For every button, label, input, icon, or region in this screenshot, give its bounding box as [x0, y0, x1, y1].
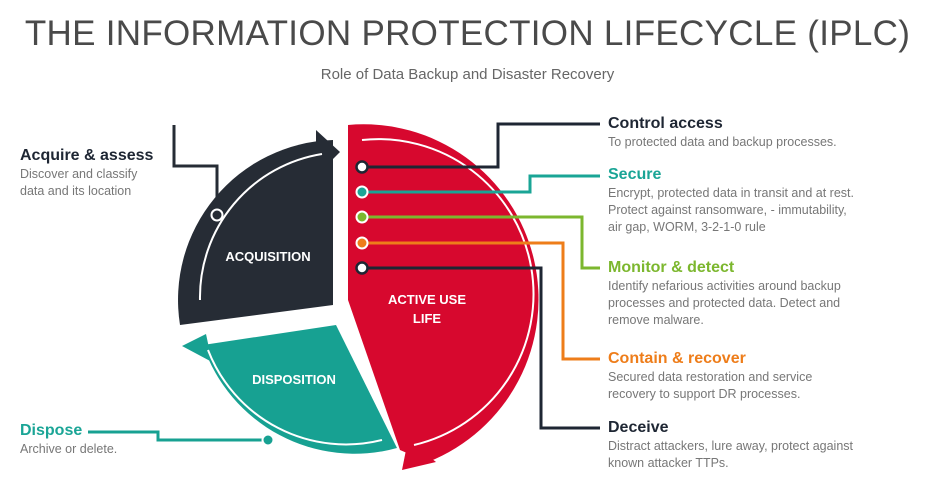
- deceive-connector: [362, 266, 600, 430]
- monitor-dot: [355, 210, 369, 224]
- contain-recover-line1: Secured data restoration and service: [608, 370, 813, 384]
- page-subtitle: Role of Data Backup and Disaster Recover…: [320, 66, 615, 83]
- acquire-connector-dot: [210, 208, 224, 222]
- contain-dot: [355, 236, 369, 250]
- control-access-block: Control access To protected data and bac…: [608, 114, 837, 151]
- deceive-dot: [355, 261, 369, 275]
- active-use-label: ACTIVE USE LIFE: [362, 290, 492, 328]
- secure-line2: Protect against ransomware, - immutabili…: [608, 203, 847, 217]
- acquisition-segment: [178, 140, 333, 325]
- dispose-connector: [88, 430, 268, 442]
- acquire-assess-line2: data and its location: [20, 184, 132, 198]
- dispose-heading: Dispose: [20, 422, 83, 439]
- active-use-label-line1: ACTIVE USE: [387, 292, 466, 307]
- control-connector: [362, 122, 600, 169]
- acquire-assess-line1: Discover and classify: [20, 167, 138, 181]
- secure-connector: [362, 174, 600, 194]
- contain-recover-line2: recovery to support DR processes.: [608, 387, 801, 401]
- deceive-heading: Deceive: [608, 419, 669, 436]
- active-use-label-line2: LIFE: [412, 311, 442, 326]
- secure-block: Secure Encrypt, protected data in transi…: [608, 165, 854, 236]
- acquisition-arc: [198, 153, 323, 301]
- control-access-line1: To protected data and backup processes.: [608, 135, 837, 149]
- acquire-assess-heading: Acquire & assess: [20, 147, 154, 164]
- deceive-line2: known attacker TTPs.: [608, 456, 729, 470]
- monitor-detect-line3: remove malware.: [608, 313, 704, 327]
- active-use-arrowhead: [402, 440, 436, 470]
- disposition-arc: [207, 349, 383, 446]
- dispose-connector-dot: [261, 433, 275, 447]
- contain-recover-block: Contain & recover Secured data restorati…: [608, 349, 812, 403]
- monitor-detect-heading: Monitor & detect: [608, 259, 735, 276]
- control-access-heading: Control access: [608, 115, 723, 132]
- dispose-block: Dispose Archive or delete.: [20, 421, 117, 458]
- deceive-line1: Distract attackers, lure away, protect a…: [608, 439, 854, 453]
- dispose-line1: Archive or delete.: [20, 442, 118, 456]
- page-title: THE INFORMATION PROTECTION LIFECYCLE (IP…: [24, 14, 911, 53]
- disposition-label: DISPOSITION: [252, 372, 336, 387]
- monitor-detect-line2: processes and protected data. Detect and: [608, 296, 841, 310]
- acquire-assess-block: Acquire & assess Discover and classify d…: [20, 146, 153, 200]
- contain-connector: [362, 241, 600, 361]
- acquisition-label: ACQUISITION: [225, 249, 311, 264]
- contain-recover-heading: Contain & recover: [608, 350, 746, 367]
- disposition-segment: [203, 325, 397, 454]
- control-dot: [355, 160, 369, 174]
- deceive-block: Deceive Distract attackers, lure away, p…: [608, 418, 853, 472]
- active-use-segment: [348, 124, 539, 463]
- acquisition-arrowhead: [316, 130, 340, 176]
- secure-line1: Encrypt, protected data in transit and a…: [608, 186, 854, 200]
- monitor-connector: [362, 215, 600, 270]
- secure-heading: Secure: [608, 166, 662, 183]
- disposition-arrowhead: [182, 334, 212, 362]
- secure-line3: air gap, WORM, 3-2-1-0 rule: [608, 220, 766, 234]
- acquire-connector: [172, 125, 219, 213]
- secure-dot: [355, 185, 369, 199]
- monitor-detect-line1: Identify nefarious activities around bac…: [608, 279, 841, 293]
- monitor-detect-block: Monitor & detect Identify nefarious acti…: [608, 258, 841, 329]
